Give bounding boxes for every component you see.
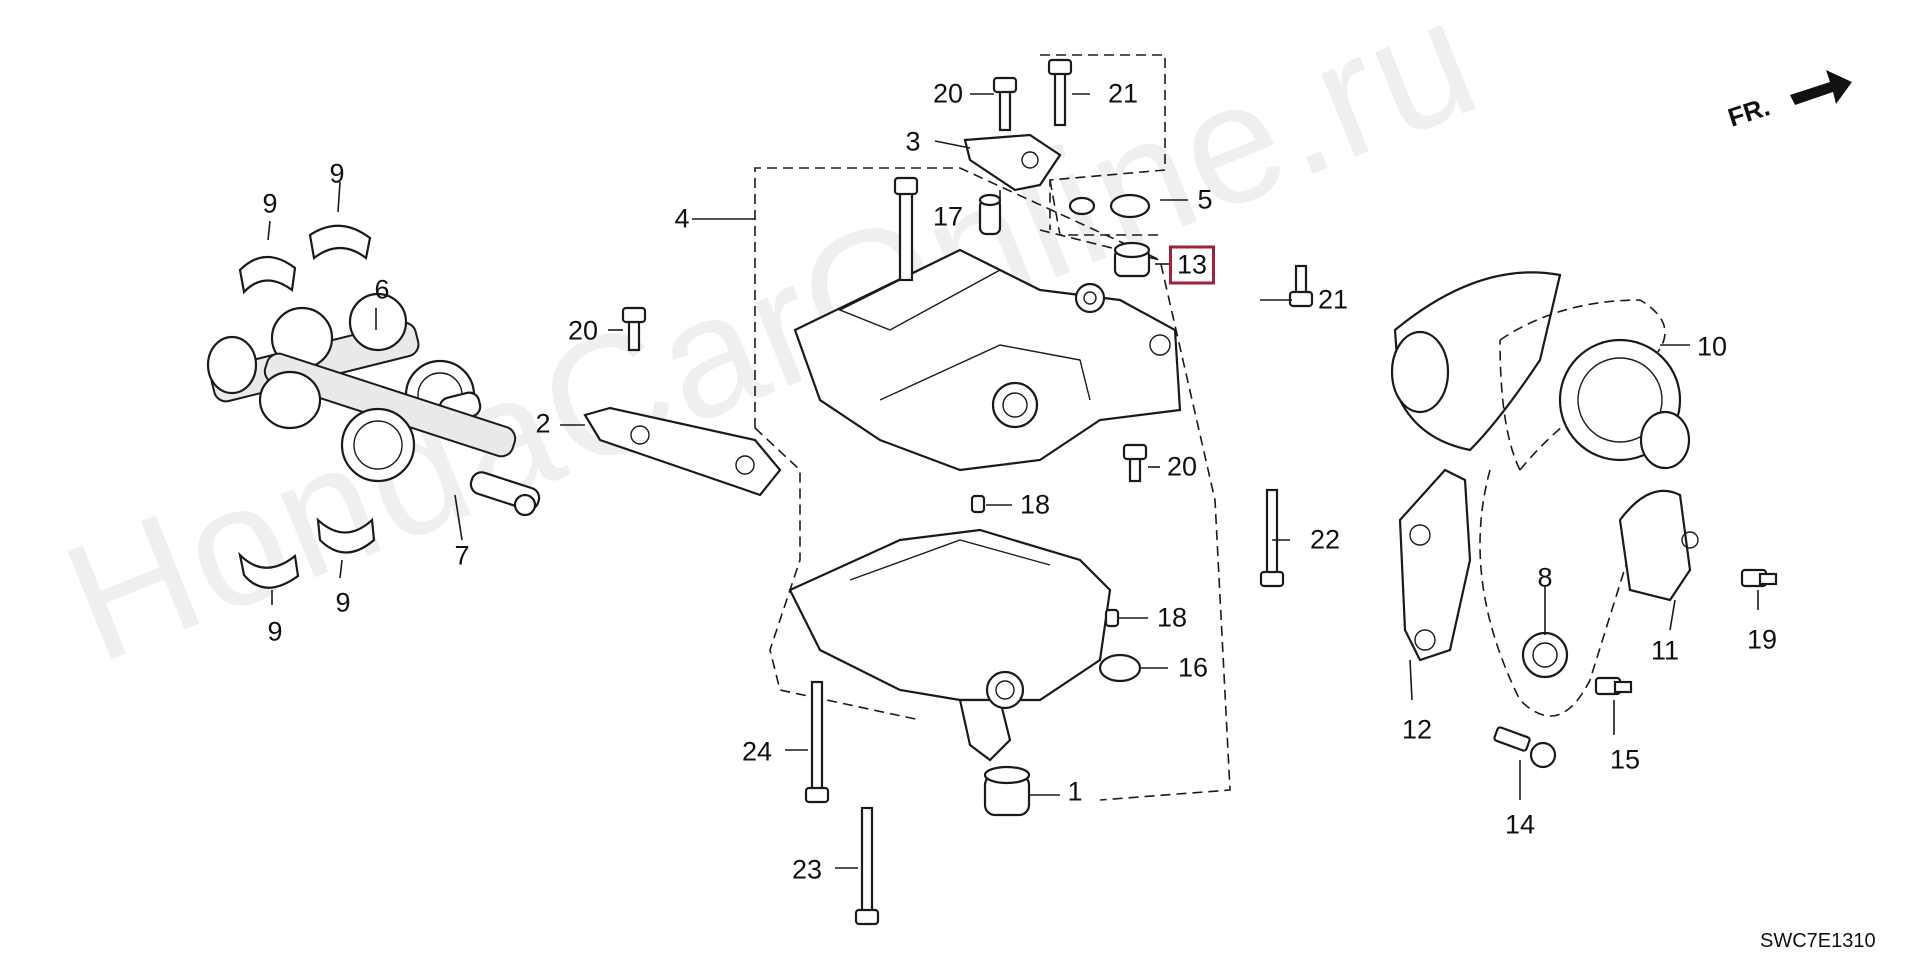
bolt-15 [1594, 676, 1633, 696]
callout-2: 2 [535, 408, 551, 439]
callout-21-b: 21 [1317, 284, 1349, 315]
callout-13-highlighted: 13 [1168, 245, 1216, 285]
callout-17: 17 [932, 201, 964, 232]
callout-9-b: 9 [329, 158, 345, 189]
bolt-20-mid [1122, 443, 1148, 483]
bearing-9-top-left [238, 255, 297, 295]
dowel-18b [1104, 608, 1120, 628]
callout-22: 22 [1309, 524, 1341, 555]
leader-lines [267, 93, 1759, 869]
callout-11: 11 [1650, 635, 1680, 666]
callout-23: 23 [791, 854, 823, 885]
baffle-plate-2 [583, 406, 782, 497]
chain-guide-12 [1398, 468, 1472, 662]
bolt-20-top [992, 76, 1018, 132]
diagram-code: SWC7E1310 [1760, 930, 1876, 952]
collar-13 [1113, 241, 1151, 278]
bolt-14 [1493, 726, 1557, 769]
o-ring-5b [1109, 193, 1151, 219]
callout-20-c: 20 [1166, 451, 1198, 482]
callout-9-c: 9 [267, 616, 283, 647]
tensioner-11 [1618, 489, 1699, 602]
bolt-21-top [1047, 58, 1073, 127]
callout-12: 12 [1401, 714, 1433, 745]
bearing-9-bottom-right [316, 517, 376, 554]
callout-3: 3 [905, 126, 921, 157]
o-ring-16 [1098, 653, 1142, 683]
callout-20-a: 20 [932, 78, 964, 109]
dowel-18a [970, 494, 986, 514]
bearing-9-bottom-left [238, 551, 300, 589]
bolt-23 [854, 806, 880, 926]
callout-5: 5 [1197, 184, 1213, 215]
bolt-upper-housing [893, 176, 919, 282]
chain-path [1479, 469, 1641, 717]
callout-15: 15 [1609, 744, 1641, 775]
o-ring-5a [1068, 196, 1096, 216]
callout-7: 7 [454, 540, 470, 571]
balancer-shaft-7 [258, 352, 541, 517]
callout-18-b: 18 [1156, 602, 1188, 633]
sprocket-8 [1521, 631, 1569, 679]
bolt-20-left [621, 306, 647, 352]
callout-18-a: 18 [1019, 489, 1051, 520]
bolt-19 [1740, 568, 1778, 588]
callout-14: 14 [1504, 809, 1536, 840]
sprocket-10 [1558, 338, 1691, 470]
callout-6: 6 [374, 274, 390, 305]
bolt-22 [1259, 488, 1285, 588]
callout-24: 24 [741, 736, 773, 767]
callout-10: 10 [1696, 331, 1728, 362]
bolt-24 [804, 680, 830, 804]
dowel-sleeve-17 [978, 193, 1002, 236]
callout-4: 4 [674, 203, 690, 234]
callout-20-b: 20 [567, 315, 599, 346]
bolt-21-right [1288, 264, 1314, 308]
group-bracket-5 [1040, 54, 1166, 236]
bearing-9-top-right [308, 224, 372, 260]
callout-21-a: 21 [1107, 78, 1139, 109]
callout-16: 16 [1177, 652, 1209, 683]
callout-19: 19 [1746, 624, 1778, 655]
oil-pump-upper-housing [793, 248, 1182, 472]
callout-9-d: 9 [335, 587, 351, 618]
callout-1: 1 [1067, 776, 1083, 807]
callout-9-a: 9 [262, 188, 278, 219]
plug-1 [983, 765, 1031, 817]
chain-cover [1390, 271, 1562, 452]
oil-pump-lower-housing [788, 528, 1112, 762]
arrow-right-icon [1790, 70, 1852, 105]
callout-8: 8 [1537, 562, 1553, 593]
plate-3 [963, 133, 1062, 192]
